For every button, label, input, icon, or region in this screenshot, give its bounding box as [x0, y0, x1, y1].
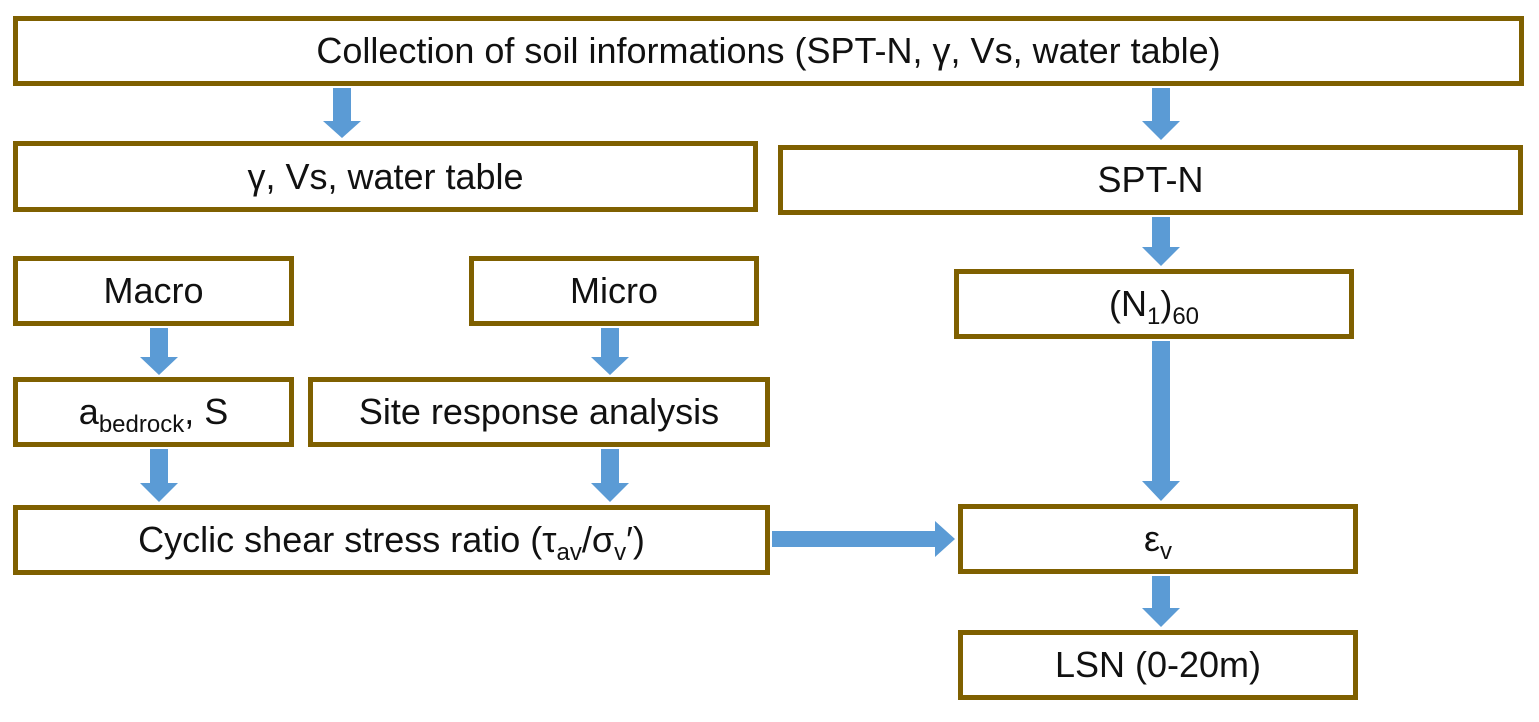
arrow-n160-to-epsv: [1142, 341, 1180, 501]
collection-label: Collection of soil informations (SPT-N, …: [316, 30, 1221, 71]
arrow-macro-to-abedrock: [140, 328, 178, 375]
cyclic-stress-ratio-label: Cyclic shear stress ratio (τav/σv′): [138, 519, 645, 566]
a-bedrock-box: abedrock, S: [13, 377, 294, 447]
gamma-vs-box: γ, Vs, water table: [13, 141, 758, 212]
a-bedrock-label: abedrock, S: [78, 391, 229, 438]
arrow-epsv-to-lsn: [1142, 576, 1180, 627]
site-response-box: Site response analysis: [308, 377, 770, 447]
arrow-collection-to-sptn: [1142, 88, 1180, 140]
arrow-csr-to-epsv: [772, 521, 955, 557]
spt-n-label: SPT-N: [1097, 159, 1204, 200]
site-response-label: Site response analysis: [358, 391, 720, 432]
arrow-collection-to-gamma: [323, 88, 361, 138]
arrow-site-to-csr: [591, 449, 629, 502]
collection-box: Collection of soil informations (SPT-N, …: [13, 16, 1524, 86]
arrow-sptn-to-n160: [1142, 217, 1180, 266]
macro-label: Macro: [103, 270, 204, 311]
gamma-vs-label: γ, Vs, water table: [247, 155, 524, 197]
arrow-micro-to-site: [591, 328, 629, 375]
lsn-box: LSN (0-20m): [958, 630, 1358, 700]
eps-v-label: εv: [1143, 518, 1173, 565]
micro-label: Micro: [570, 270, 658, 311]
lsn-label: LSN (0-20m): [1054, 644, 1262, 685]
n160-label: (N1)60: [1108, 283, 1200, 330]
cyclic-stress-ratio-box: Cyclic shear stress ratio (τav/σv′): [13, 505, 770, 575]
arrow-abedrock-to-csr: [140, 449, 178, 502]
micro-box: Micro: [469, 256, 759, 326]
macro-box: Macro: [13, 256, 294, 326]
n160-box: (N1)60: [954, 269, 1354, 339]
spt-n-box: SPT-N: [778, 145, 1523, 215]
eps-v-box: εv: [958, 504, 1358, 574]
